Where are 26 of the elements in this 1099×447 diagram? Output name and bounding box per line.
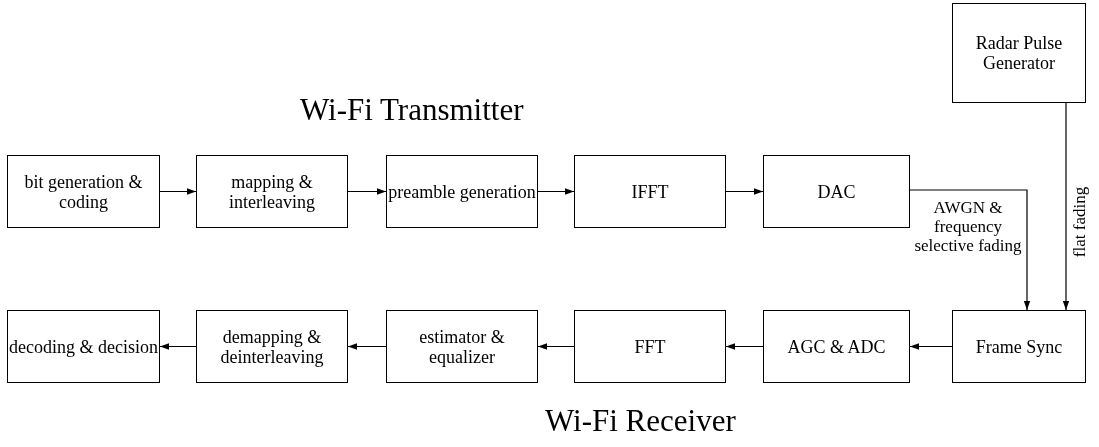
- section-title: Wi-Fi Receiver: [545, 403, 736, 439]
- arrow: [909, 343, 953, 350]
- process-box: FFT: [574, 310, 726, 383]
- arrow: [159, 188, 197, 195]
- process-box: demapping & deinterleaving: [196, 310, 348, 383]
- process-box: mapping & interleaving: [196, 155, 348, 228]
- arrow: [159, 343, 197, 350]
- process-box: decoding & decision: [7, 310, 160, 383]
- process-box: Radar Pulse Generator: [952, 3, 1086, 103]
- arrow: [347, 188, 387, 195]
- arrow: [909, 189, 1031, 311]
- process-box: estimator & equalizer: [386, 310, 538, 383]
- edge-label: flat fading: [1070, 186, 1091, 258]
- process-box: DAC: [763, 155, 910, 228]
- arrow: [537, 343, 575, 350]
- process-box: AGC & ADC: [763, 310, 910, 383]
- arrow: [725, 188, 764, 195]
- process-box: Frame Sync: [952, 310, 1086, 383]
- process-box: preamble generation: [386, 155, 538, 228]
- arrow: [537, 188, 575, 195]
- process-box: IFFT: [574, 155, 726, 228]
- arrow: [347, 343, 387, 350]
- section-title: Wi-Fi Transmitter: [300, 92, 524, 128]
- process-box: bit generation & coding: [7, 155, 160, 228]
- arrow: [725, 343, 764, 350]
- arrow: [1062, 102, 1070, 311]
